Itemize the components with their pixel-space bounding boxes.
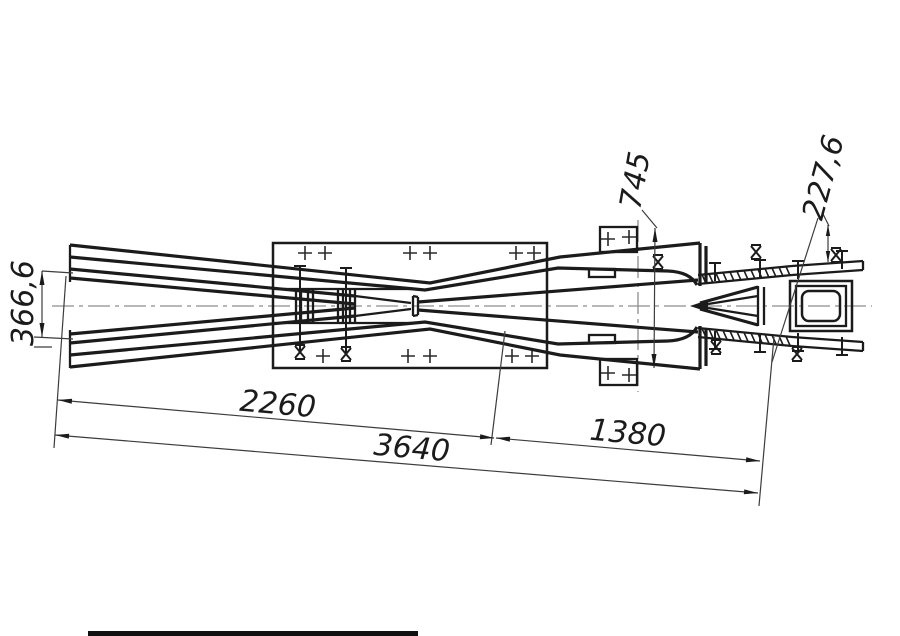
dimension-front-span: 2260 (57, 384, 495, 440)
bottom-plate-plus-marks (601, 366, 636, 382)
point-heel-post (756, 286, 766, 326)
dim-366-arrow-top (39, 271, 45, 285)
bracket-window (800, 289, 842, 323)
top-plate-plus-marks (601, 230, 636, 246)
dim-2260-line (57, 399, 495, 439)
dimension-wing-spread: 745 (613, 149, 658, 369)
lower-insert-edges (697, 326, 793, 348)
bowtie-1 (294, 344, 306, 360)
dim-2276-arrow-top (825, 225, 831, 236)
lower-rail-stub (791, 335, 865, 353)
bowtie-2 (340, 346, 352, 362)
bowtie-marks (294, 244, 842, 362)
point-inner-edges (707, 294, 759, 318)
base-plate-outline (271, 241, 549, 370)
dim-wing-spread-label: 745 (613, 149, 657, 211)
extension-lines (53, 275, 775, 507)
bowtie-7 (791, 346, 803, 362)
upper-wing-end-face (698, 243, 708, 286)
dim-total-span-label: 3640 (372, 428, 451, 470)
dim-3640-arrow-right (743, 489, 758, 495)
dim-2260-arrow-right (479, 434, 494, 440)
point-end-post (411, 294, 420, 318)
dim-745-arrow-bottom (651, 354, 657, 368)
point-outer-edges (699, 285, 759, 327)
dim-745-leader (641, 209, 658, 229)
lower-wing-end-face (698, 326, 708, 369)
dim-front-span-label: 2260 (238, 384, 317, 426)
lower-wing-outer-edge (69, 327, 701, 371)
crossing-line-upper (417, 278, 699, 304)
middle-extension-line (490, 330, 506, 446)
dim-rear-span-label: 1380 (588, 413, 667, 455)
crossing-line-lower (417, 308, 699, 334)
dim-1380-arrow-right (745, 457, 760, 463)
bolt-plus-marks-top (298, 246, 541, 260)
left-extension-line (53, 275, 67, 449)
hatched-inserts (697, 259, 865, 353)
dim-3640-line (54, 434, 759, 494)
bowtie-4 (750, 244, 762, 260)
spacer-blocks (273, 265, 420, 354)
point-wedge (354, 294, 412, 318)
lower-wing-tab (587, 333, 617, 345)
bottom-small-plate (598, 357, 639, 387)
dim-2276-leader (821, 211, 830, 227)
bowtie-6 (710, 339, 722, 355)
right-extension-line (758, 336, 775, 507)
bolt-axis-lines (294, 265, 352, 354)
upper-wing-outer-edge (69, 241, 701, 285)
bowtie-5 (830, 247, 842, 263)
dimension-left-gauge: 366,6 (6, 260, 74, 348)
frog-point (690, 285, 766, 327)
filler-bars (273, 287, 413, 325)
bracket-inner-frame (794, 284, 848, 328)
base-plate (271, 241, 549, 370)
lower-wing-bent-end (667, 326, 699, 343)
crossing-x (417, 278, 699, 334)
upper-wing-tab (587, 267, 617, 279)
dim-366-arrow-bottom (39, 323, 45, 337)
dimension-total-span: 3640 (54, 428, 759, 495)
dim-2276-arrow-bottom (825, 251, 831, 262)
dim-1380-line (495, 437, 761, 462)
dimension-heel-spread: 227,6 (771, 132, 852, 363)
dim-heel-spread-label: 227,6 (796, 132, 852, 224)
dim-3640-arrow-left (55, 433, 70, 439)
upper-wing-bent-end (667, 269, 699, 286)
dim-1380-arrow-left (496, 436, 511, 442)
dim-745-line (653, 227, 656, 369)
dim-left-gauge-label: 366,6 (6, 260, 41, 346)
dimension-rear-span: 1380 (495, 413, 761, 463)
dim-366-lines (33, 270, 74, 348)
wing-rails (68, 241, 708, 371)
scan-edge-artifact (88, 631, 418, 636)
bowtie-3 (652, 254, 664, 270)
centerlines (52, 220, 872, 392)
dim-745-arrow-top (652, 228, 658, 242)
upper-rail-stub (791, 259, 865, 277)
dim-2276-long-leader (771, 217, 819, 363)
dim-2260-arrow-left (58, 398, 73, 404)
bolt-plus-marks-bottom (316, 349, 539, 363)
